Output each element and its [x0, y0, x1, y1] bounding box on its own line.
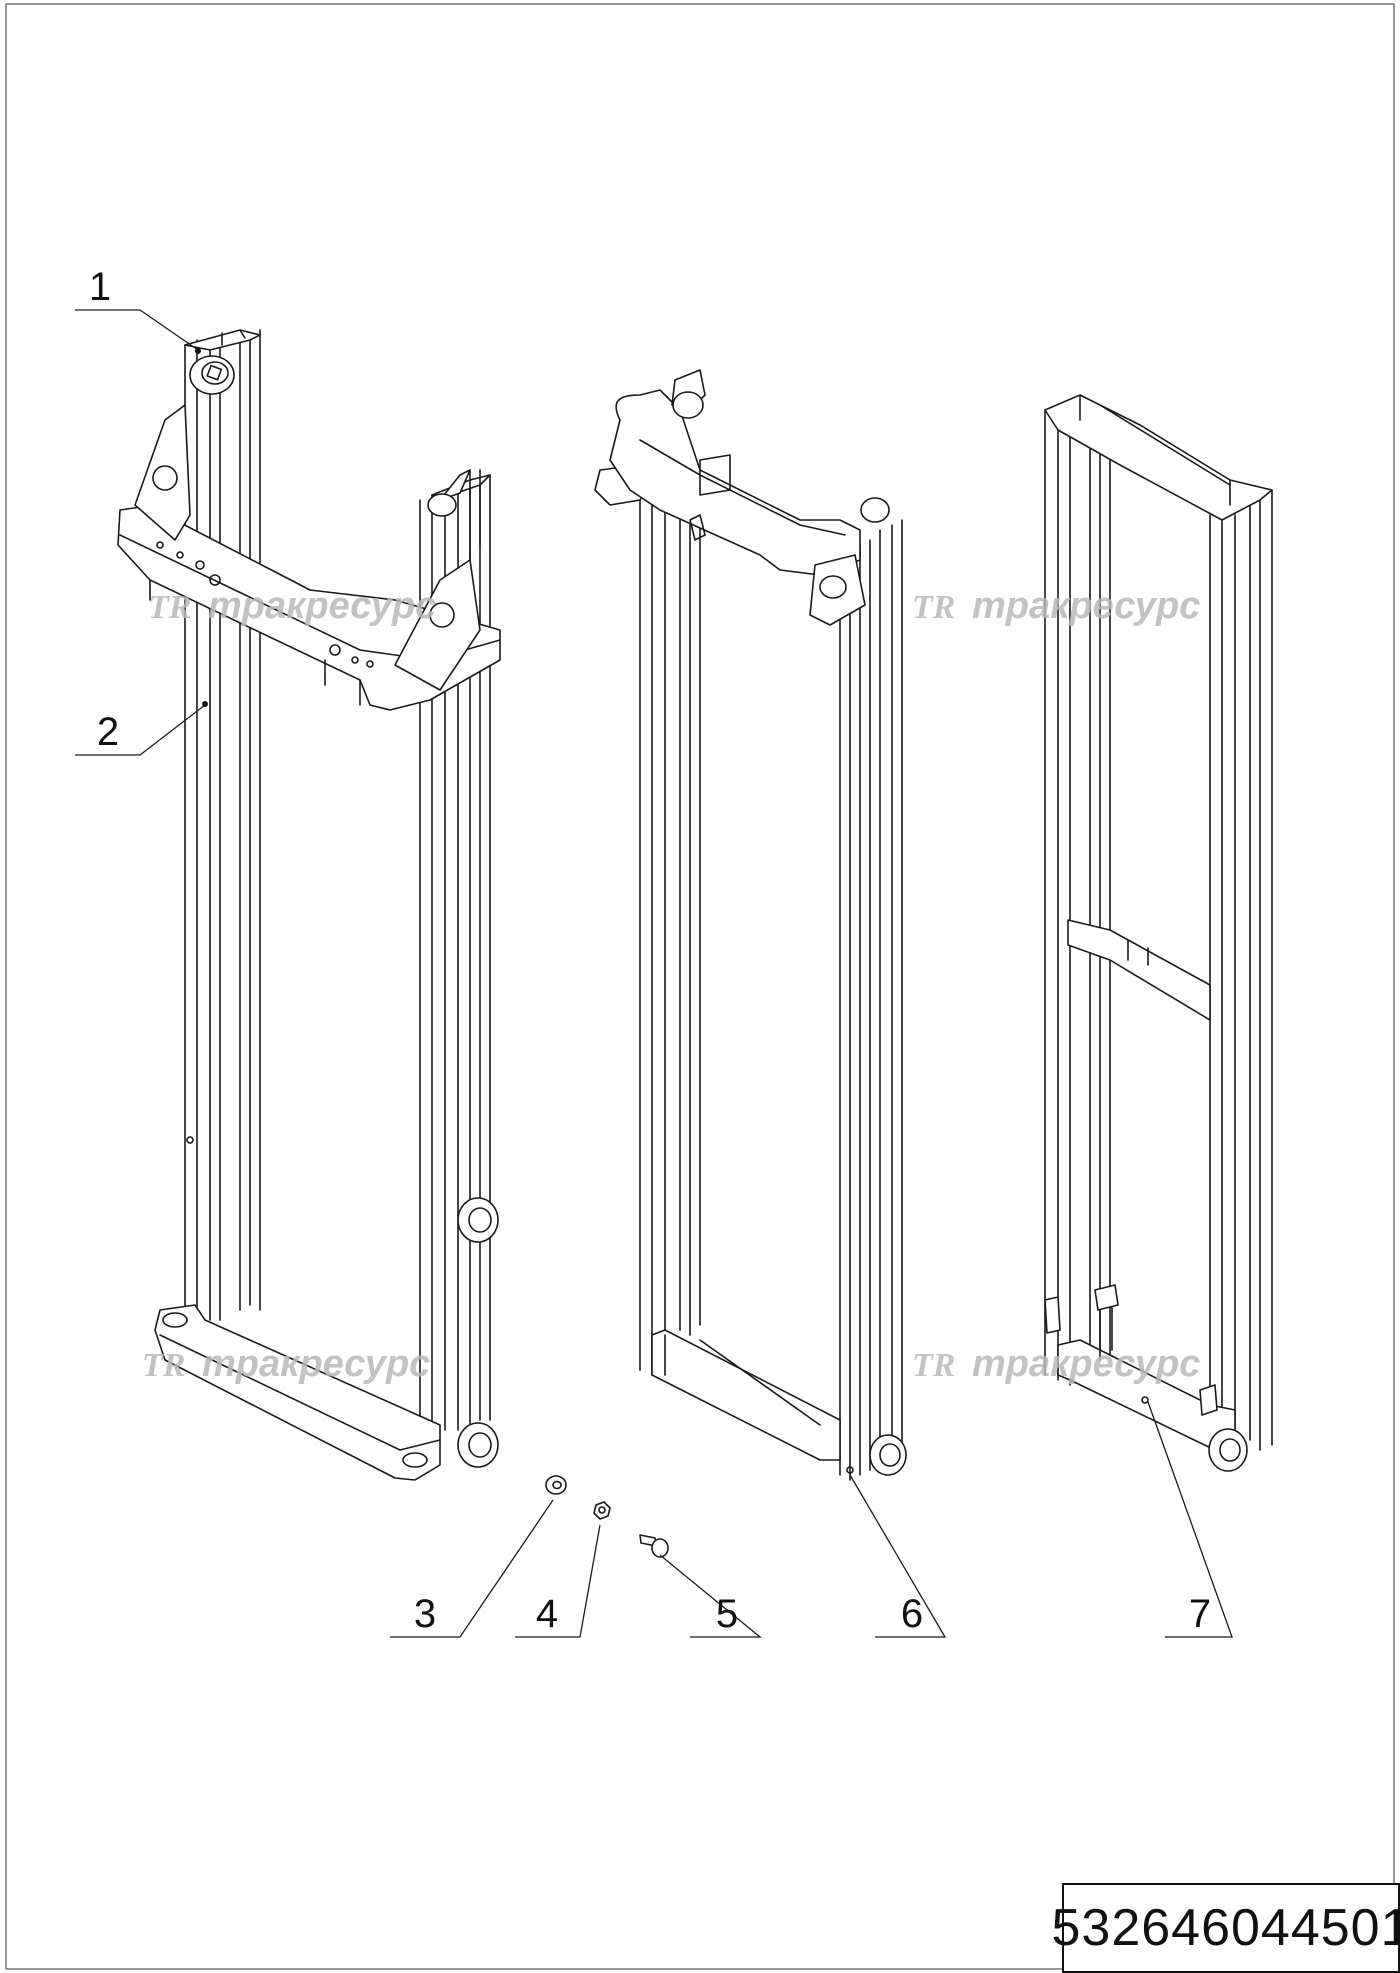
position-labels: 1 2 3 4 5 6 7 [89, 265, 1211, 1636]
position-label-4: 4 [536, 1592, 558, 1636]
part-code-box: 532646044501 [1051, 1883, 1400, 1973]
leader-lines [75, 309, 1233, 1638]
watermark-1: TR тракресурс [148, 585, 436, 627]
bolt-part [639, 1534, 669, 1558]
watermark-text: тракресурс [972, 1343, 1200, 1385]
right-mast-assembly [1044, 394, 1273, 1472]
position-label-1: 1 [89, 265, 111, 309]
nut-part [593, 1501, 611, 1520]
middle-roller [457, 1197, 499, 1243]
middle-mast-assembly [594, 369, 907, 1481]
washer-part [545, 1475, 567, 1495]
position-label-6: 6 [901, 1592, 923, 1636]
position-label-2: 2 [97, 710, 119, 754]
sheet-border [5, 3, 1395, 1970]
position-label-7: 7 [1189, 1592, 1211, 1636]
watermark-text: тракресурс [202, 1343, 430, 1385]
top-roller [189, 355, 235, 395]
watermark-logo: TR [148, 589, 191, 626]
position-label-5: 5 [716, 1592, 738, 1636]
watermark-logo: TR [912, 589, 955, 626]
middle-mast-roller [869, 1434, 907, 1476]
watermark-text: тракресурс [972, 585, 1200, 627]
part-code: 532646044501 [1051, 1899, 1400, 1957]
watermark-3: TR тракресурс [142, 1343, 430, 1385]
watermark-logo: TR [912, 1347, 955, 1384]
position-label-3: 3 [414, 1592, 436, 1636]
watermark-logo: TR [142, 1347, 185, 1384]
watermark-4: TR тракресурс [912, 1343, 1200, 1385]
watermark-text: тракресурс [208, 585, 436, 627]
bottom-roller [457, 1422, 499, 1468]
right-mast-roller [1208, 1428, 1248, 1472]
watermark-2: TR тракресурс [912, 585, 1200, 627]
left-mast-assembly [117, 329, 501, 1481]
